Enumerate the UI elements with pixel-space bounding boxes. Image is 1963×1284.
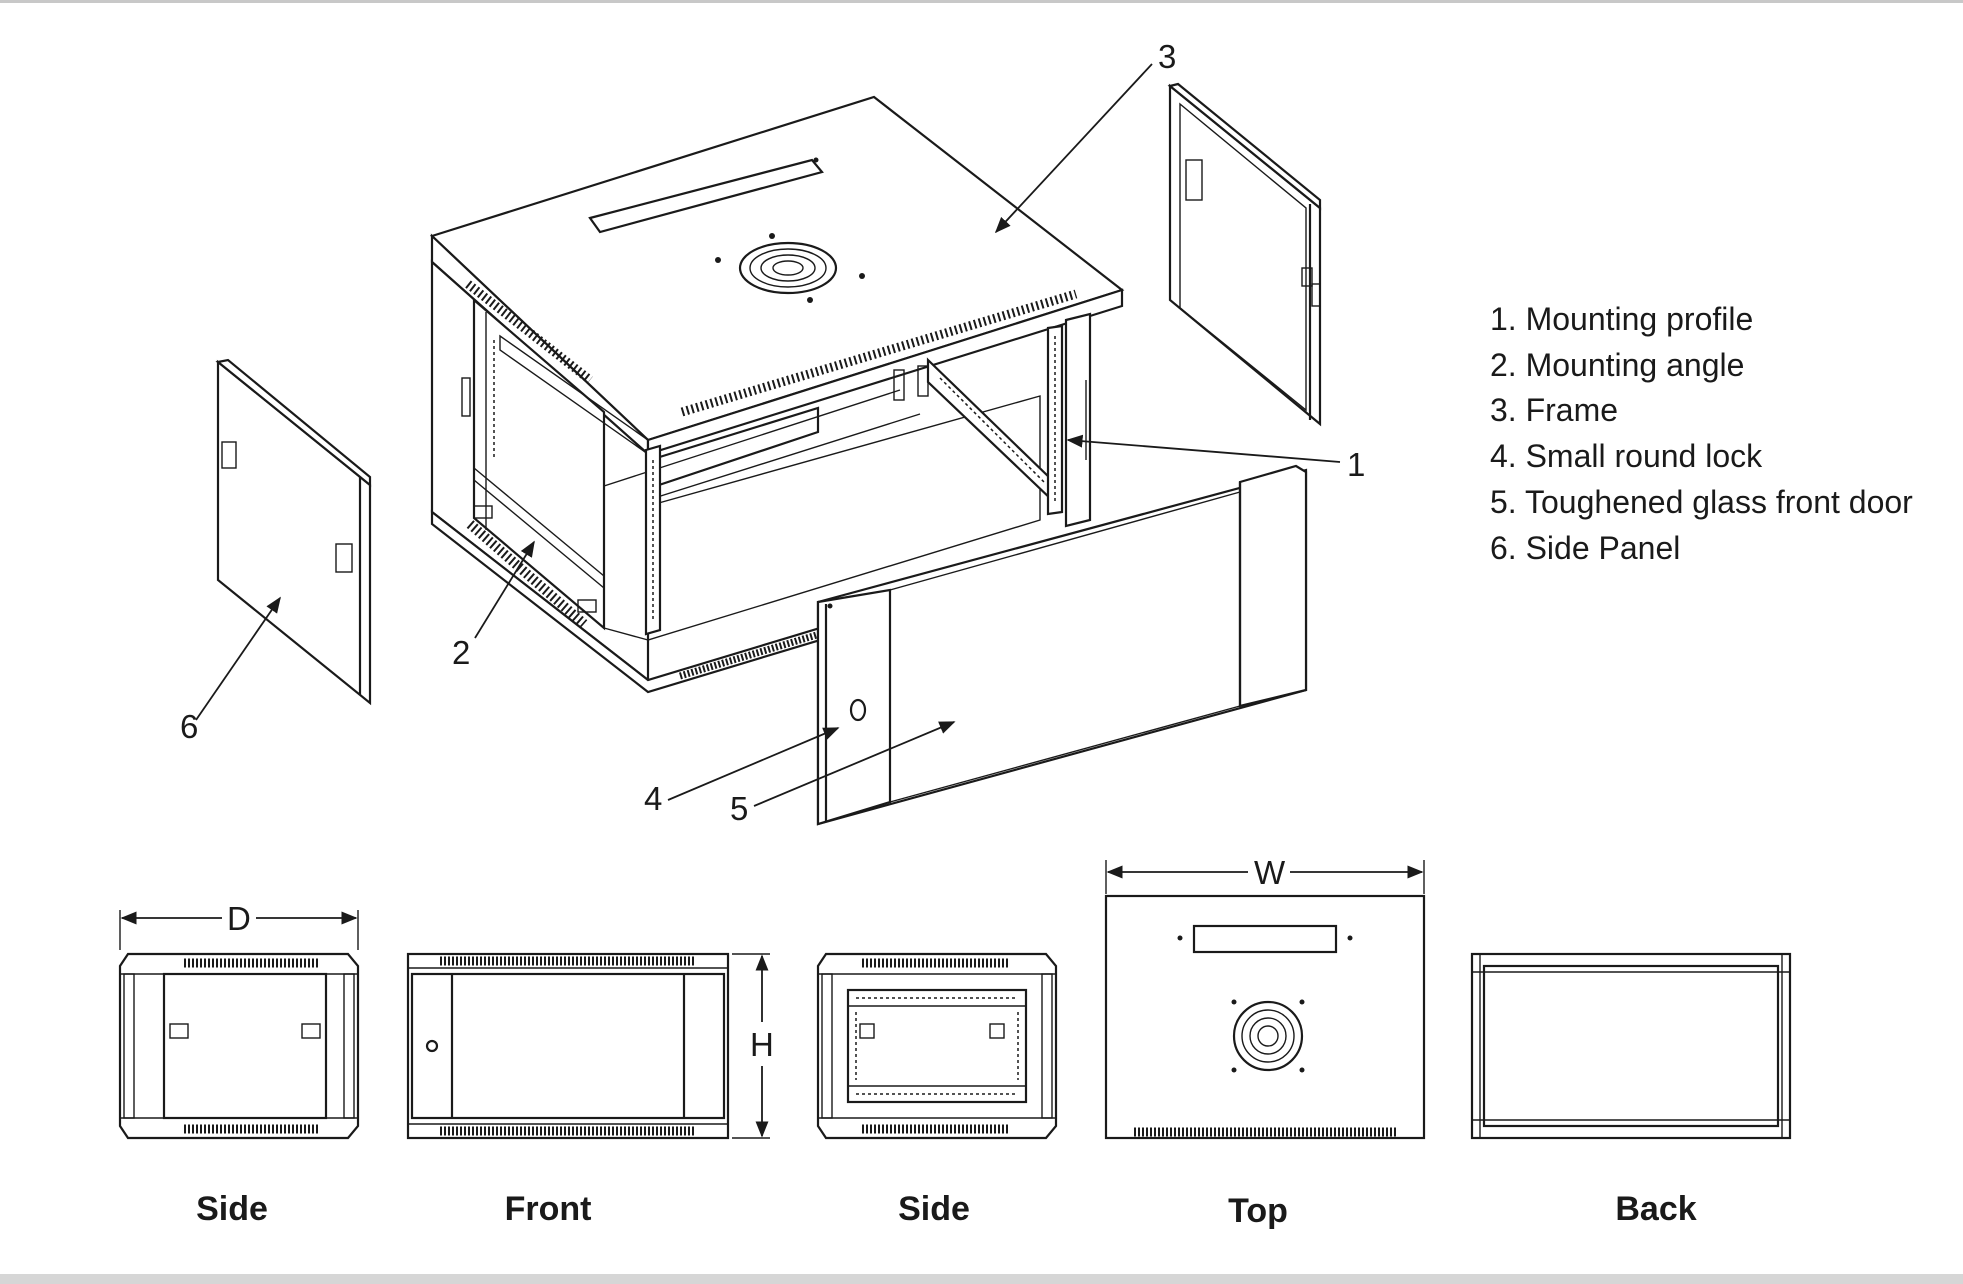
dimension-width: W xyxy=(1254,854,1286,891)
exploded-view: 1 2 3 4 5 6 xyxy=(180,38,1365,827)
view-side-right xyxy=(816,952,1058,1140)
callout-2: 2 xyxy=(452,634,470,671)
legend: 1. Mounting profile 2. Mounting angle 3.… xyxy=(1490,301,1913,566)
legend-item-5: 5. Toughened glass front door xyxy=(1490,484,1913,520)
view-label-side-left: Side xyxy=(196,1190,268,1228)
callout-4: 4 xyxy=(644,780,662,817)
callout-3: 3 xyxy=(1158,38,1176,75)
callout-5: 5 xyxy=(730,790,748,827)
front-door xyxy=(816,464,1308,826)
view-back xyxy=(1470,952,1792,1140)
legend-item-4: 4. Small round lock xyxy=(1490,438,1763,474)
callout-1: 1 xyxy=(1347,446,1365,483)
view-label-front: Front xyxy=(505,1190,592,1228)
view-label-side-right: Side xyxy=(898,1190,970,1228)
back-door xyxy=(1167,82,1322,427)
view-label-top: Top xyxy=(1228,1192,1288,1230)
view-top: W xyxy=(1104,854,1426,1140)
view-front: H xyxy=(406,952,774,1140)
legend-item-1: 1. Mounting profile xyxy=(1490,301,1753,337)
legend-item-6: 6. Side Panel xyxy=(1490,530,1680,566)
side-panel-left xyxy=(215,358,372,706)
view-side-left: D xyxy=(118,900,360,1140)
bottom-border xyxy=(0,1274,1963,1284)
dimension-depth: D xyxy=(227,900,251,937)
callout-6: 6 xyxy=(180,708,198,745)
dimension-height: H xyxy=(750,1026,774,1063)
cabinet-body xyxy=(429,95,1125,694)
view-label-back: Back xyxy=(1615,1190,1696,1228)
legend-item-3: 3. Frame xyxy=(1490,392,1618,428)
top-border xyxy=(0,0,1963,3)
legend-item-2: 2. Mounting angle xyxy=(1490,347,1744,383)
